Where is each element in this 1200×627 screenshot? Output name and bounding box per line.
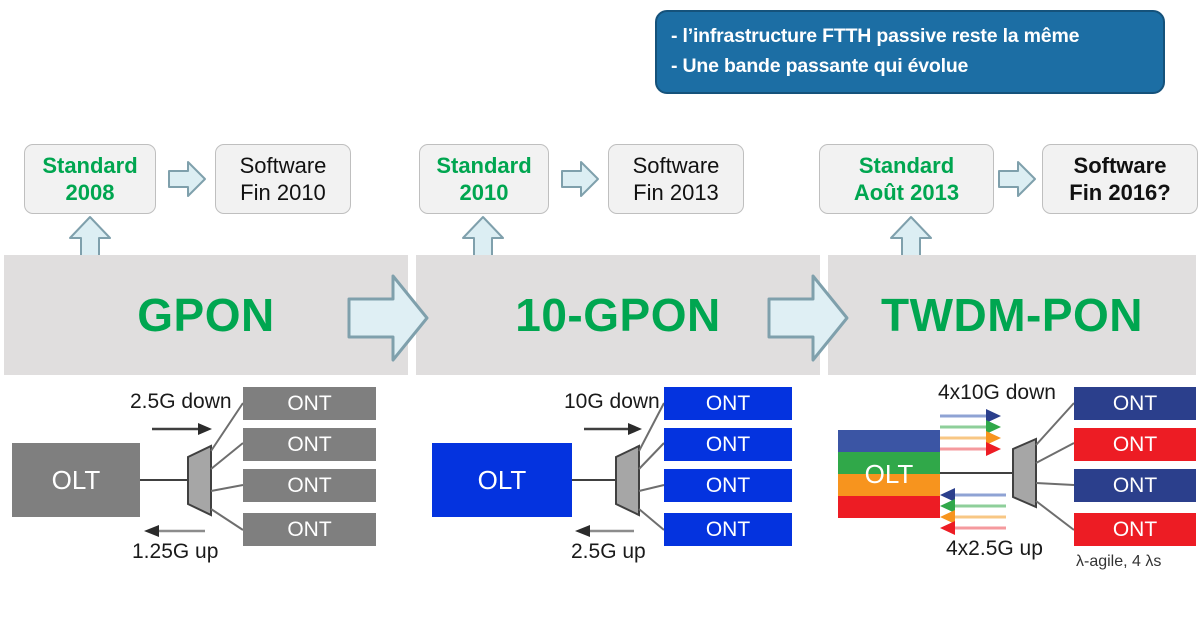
olt-gpon: OLT	[12, 443, 140, 517]
callout-line-2: - Une bande passante qui évolue	[671, 55, 969, 77]
arrow-right-icon-2	[559, 158, 601, 200]
ont-twdm-3: ONT	[1074, 469, 1196, 502]
diagram-twdm: OLT ONT ONT ONT ONT 4x10G down 4x2.5G up…	[828, 381, 1200, 585]
arrow-up-icon-3	[888, 215, 934, 259]
twdm-caption: λ-agile, 4 λs	[1076, 553, 1162, 570]
ont-twdm-1: ONT	[1074, 387, 1196, 420]
standard-box-10gpon-label: Standard 2010	[436, 153, 532, 205]
olt-gpon-label: OLT	[51, 464, 101, 495]
software-box-twdm[interactable]: Software Fin 2016?	[1042, 144, 1198, 214]
ont-twdm-1-label: ONT	[1112, 391, 1158, 415]
ont-twdm-2: ONT	[1074, 428, 1196, 461]
software-box-twdm-label: Software Fin 2016?	[1069, 153, 1171, 205]
band-twdm: TWDM-PON	[828, 255, 1196, 375]
software-box-10gpon-label: Software Fin 2013	[632, 153, 720, 205]
diagram-10gpon: OLT ONT ONT ONT ONT 10G down 2.5G up	[416, 385, 816, 585]
band-10gpon: 10-GPON	[416, 255, 820, 375]
ont-gpon-1-label: ONT	[287, 391, 332, 415]
band-twdm-title: TWDM-PON	[880, 289, 1144, 341]
ont-10gpon-2: ONT	[664, 428, 792, 461]
ont-10gpon-4: ONT	[664, 513, 792, 546]
ont-twdm-4: ONT	[1074, 513, 1196, 546]
diagram-gpon: OLT ONT ONT ONT ONT 2.5G down 1.25G up	[0, 385, 400, 585]
ont-10gpon-4-label: ONT	[705, 517, 751, 541]
callout-box: - l’infrastructure FTTH passive reste la…	[655, 10, 1165, 94]
callout-line-1: - l’infrastructure FTTH passive reste la…	[671, 25, 1080, 47]
olt-stripe-green	[838, 452, 940, 474]
band-arrow-icon-2	[765, 272, 851, 364]
arrow-up-icon-2	[460, 215, 506, 259]
software-box-gpon[interactable]: Software Fin 2010	[215, 144, 351, 214]
ont-gpon-1: ONT	[243, 387, 376, 420]
olt-stripe-orange	[838, 474, 940, 496]
standard-box-10gpon[interactable]: Standard 2010	[419, 144, 549, 214]
ont-gpon-3: ONT	[243, 469, 376, 502]
arrow-right-icon-3	[996, 158, 1038, 200]
standard-box-twdm-label: Standard Août 2013	[853, 153, 960, 205]
olt-twdm: OLT	[838, 430, 940, 518]
band-10gpon-title: 10-GPON	[515, 289, 721, 341]
software-box-10gpon[interactable]: Software Fin 2013	[608, 144, 744, 214]
olt-10gpon-label: OLT	[477, 464, 527, 495]
ont-twdm-2-label: ONT	[1112, 432, 1158, 456]
ont-gpon-2-label: ONT	[287, 432, 332, 456]
ont-gpon-4-label: ONT	[287, 517, 332, 541]
standard-box-twdm[interactable]: Standard Août 2013	[819, 144, 994, 214]
arrow-right-icon-1	[166, 158, 208, 200]
olt-stripe-red	[838, 496, 940, 518]
olt-stripe-blue	[838, 430, 940, 452]
arrow-up-icon-1	[67, 215, 113, 259]
ont-10gpon-1: ONT	[664, 387, 792, 420]
olt-twdm-label: OLT	[864, 458, 914, 489]
ont-10gpon-2-label: ONT	[705, 432, 751, 456]
ont-10gpon-3: ONT	[664, 469, 792, 502]
ont-twdm-3-label: ONT	[1112, 473, 1158, 497]
rate-up-twdm: 4x2.5G up	[946, 537, 1043, 560]
ont-gpon-3-label: ONT	[287, 473, 332, 497]
ont-twdm-4-label: ONT	[1112, 517, 1158, 541]
band-gpon: GPON	[4, 255, 408, 375]
rate-down-gpon: 2.5G down	[130, 390, 232, 413]
ont-10gpon-3-label: ONT	[705, 473, 751, 497]
rate-up-10gpon: 2.5G up	[571, 540, 646, 563]
standard-box-gpon-label: Standard 2008	[42, 153, 138, 205]
band-gpon-title: GPON	[137, 289, 275, 341]
olt-10gpon: OLT	[432, 443, 572, 517]
rate-down-10gpon: 10G down	[564, 390, 660, 413]
standard-box-gpon[interactable]: Standard 2008	[24, 144, 156, 214]
rate-down-twdm: 4x10G down	[938, 381, 1056, 404]
ont-gpon-2: ONT	[243, 428, 376, 461]
software-box-gpon-label: Software Fin 2010	[239, 153, 327, 205]
band-arrow-icon-1	[345, 272, 431, 364]
ont-10gpon-1-label: ONT	[705, 391, 751, 415]
rate-up-gpon: 1.25G up	[132, 540, 219, 563]
ont-gpon-4: ONT	[243, 513, 376, 546]
